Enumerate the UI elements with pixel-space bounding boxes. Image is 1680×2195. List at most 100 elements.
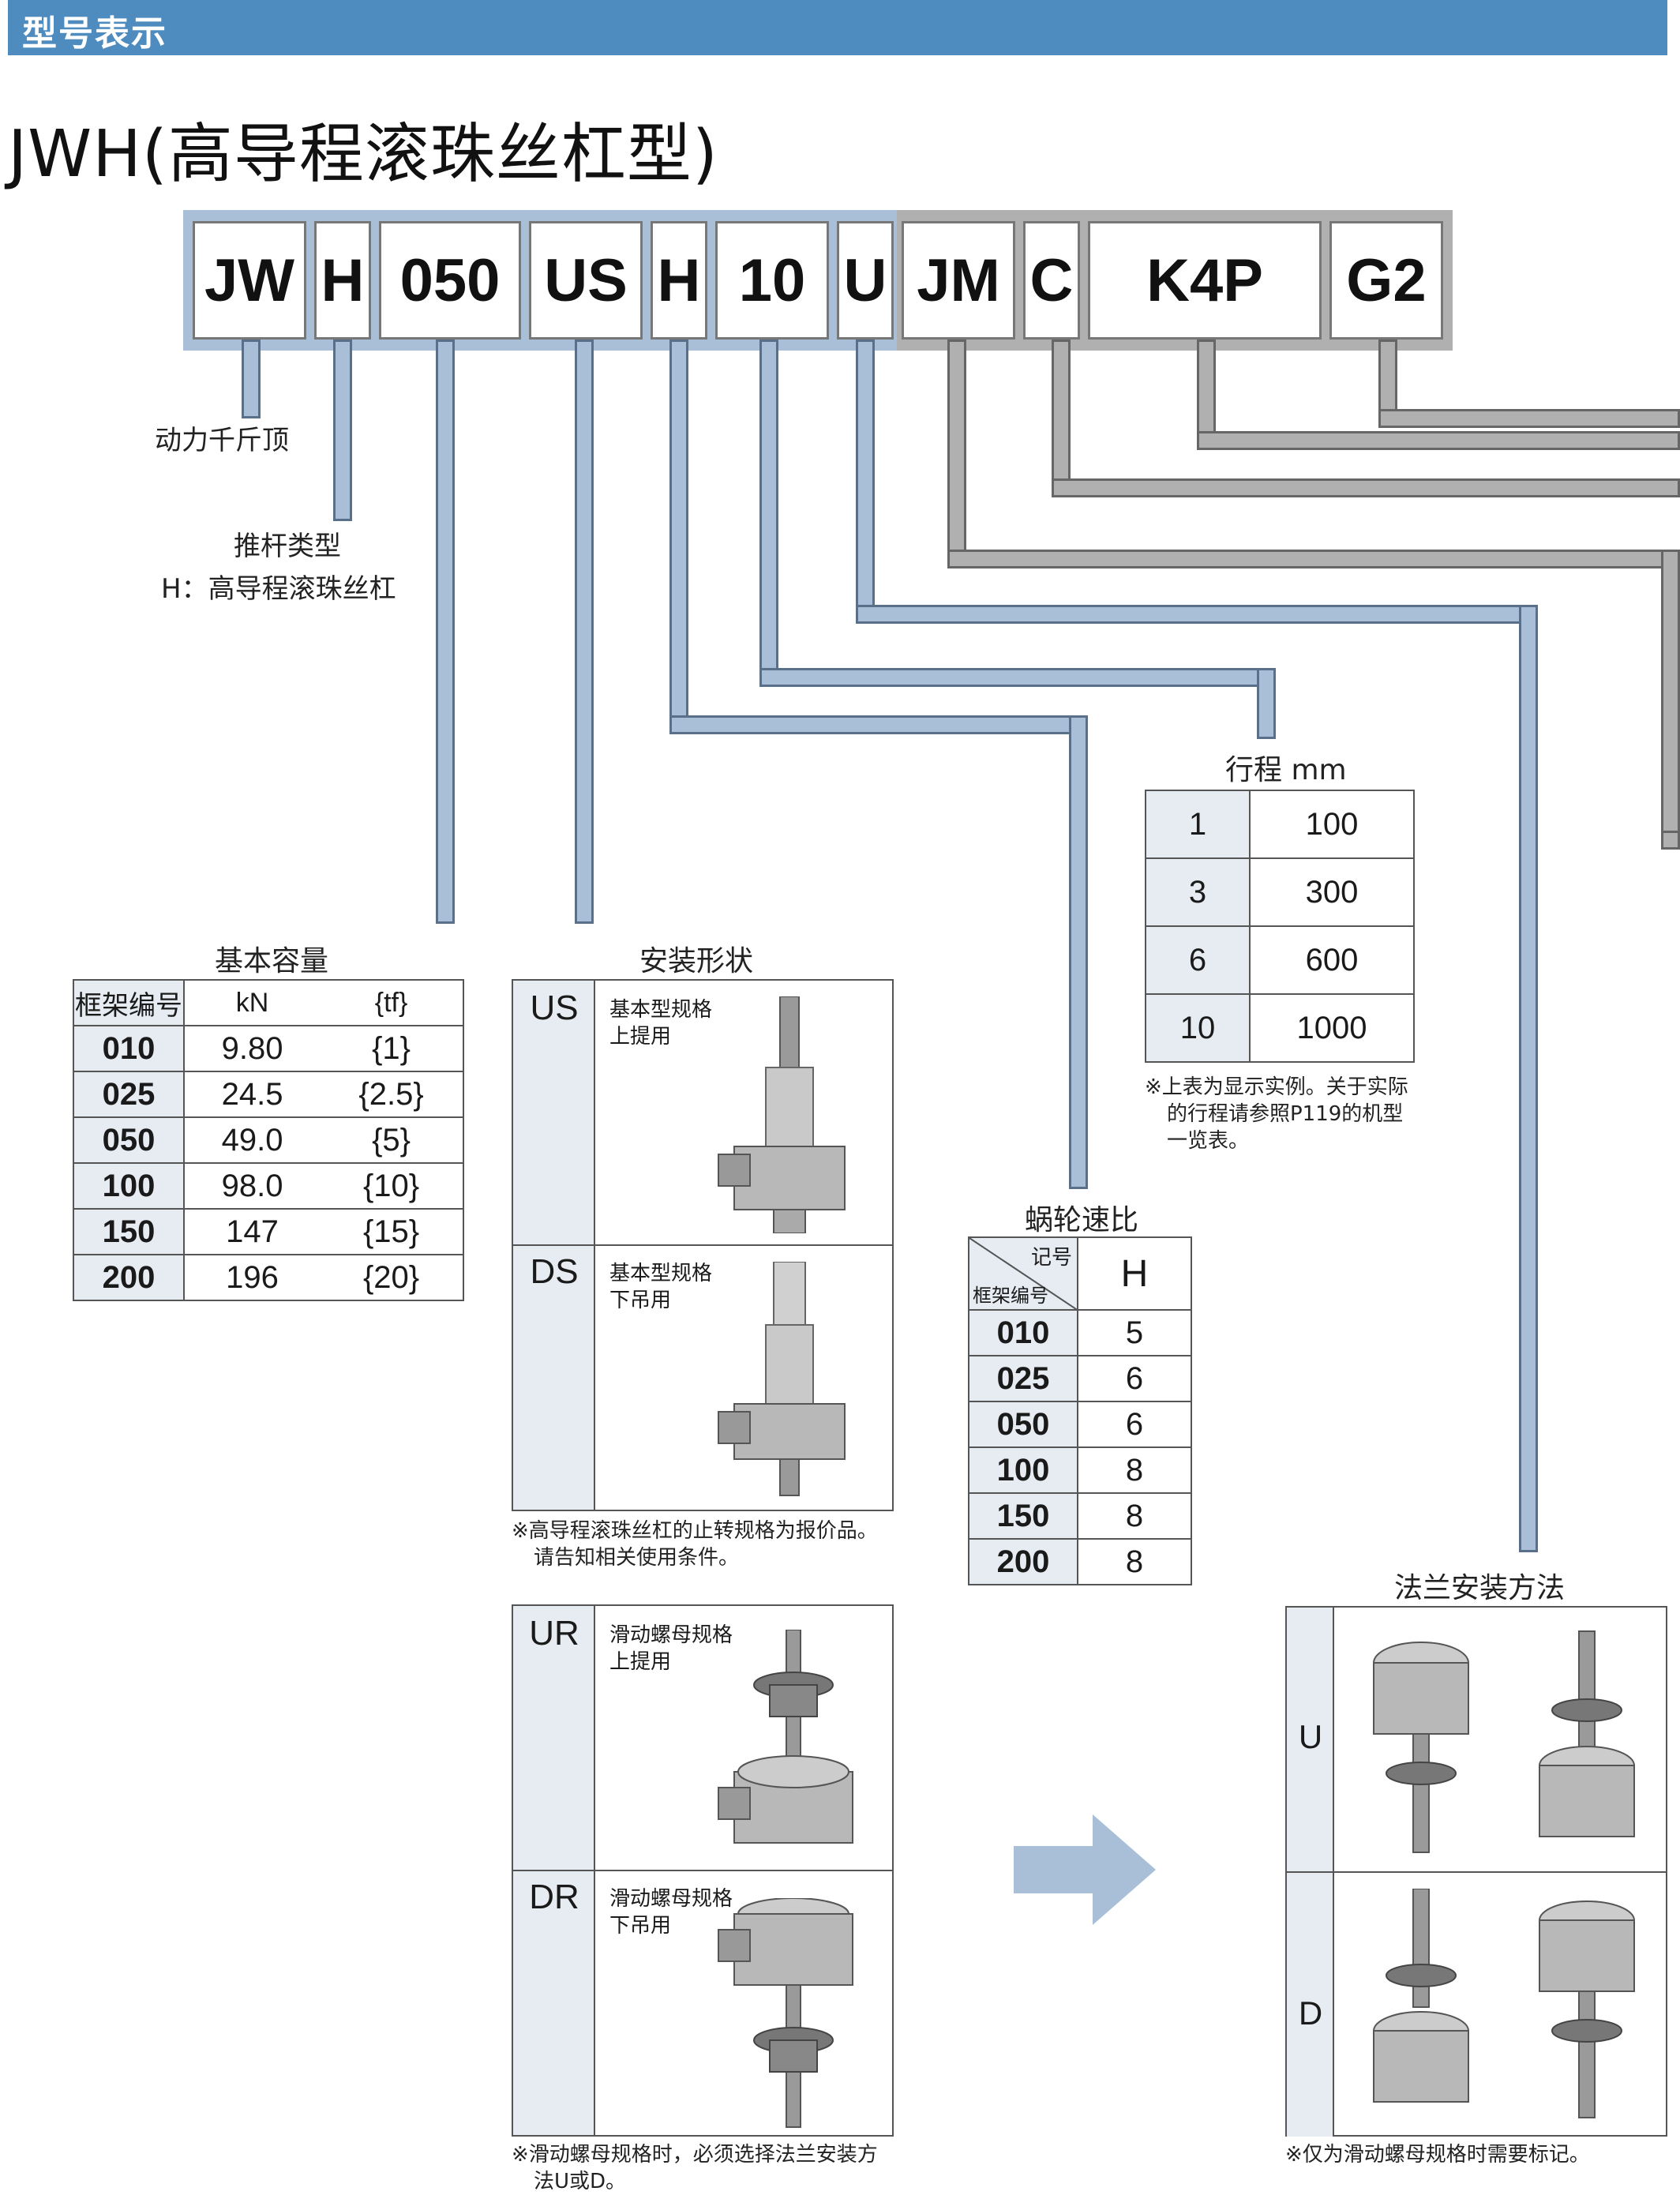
mount-note-1: ※高导程滚珠丝杠的止转规格为报价品。请告知相关使用条件。 (512, 1519, 878, 1570)
connector-stroke-v1 (759, 340, 778, 687)
connector-stroke-h (759, 668, 1276, 687)
jack-ds-illustration (718, 1262, 846, 1496)
mount-desc-ur: 滑动螺母规格上提用 (609, 1623, 733, 1674)
connector-flange-v1 (856, 340, 875, 624)
capacity-cell: 196 (182, 1254, 321, 1301)
ratio-cell: 100 (968, 1446, 1078, 1494)
right-arrow-icon (1014, 1814, 1156, 1925)
ratio-cell: 8 (1077, 1538, 1192, 1585)
mount-code-ds: DS (530, 1252, 579, 1291)
flange-title: 法兰安装方法 (1394, 1572, 1566, 1604)
mount-panel-upper: US 基本型规格上提用 DS 基本型规格下吊用 (512, 979, 894, 1511)
capacity-cell: 49.0 (182, 1116, 321, 1164)
capacity-cell: 010 (73, 1025, 185, 1072)
mount-desc-ds: 基本型规格下吊用 (609, 1262, 713, 1312)
capacity-cell: 24.5 (182, 1071, 321, 1118)
connector-c-h (1052, 478, 1680, 497)
stroke-note: ※上表为显示实例。关于实际的行程请参照P119的机型一览表。 (1145, 1075, 1408, 1153)
capacity-cell: 050 (73, 1116, 185, 1164)
capacity-cell: {1} (320, 1025, 464, 1072)
flange-code-u: U (1298, 1718, 1323, 1755)
connector-jm-h (947, 550, 1680, 568)
connector-ratio-h (669, 715, 1088, 734)
ratio-corner-top: 记号 (1030, 1246, 1072, 1270)
label-rod-type: 推杆类型 (234, 531, 341, 562)
capacity-cell: 200 (73, 1254, 185, 1301)
connector-ratio-v2 (1069, 715, 1088, 1189)
code-box-c: C (1023, 221, 1080, 340)
mount-code-ur: UR (529, 1614, 579, 1653)
ratio-cell: 8 (1077, 1492, 1192, 1540)
mount-title: 安装形状 (639, 945, 754, 977)
jack-ur-illustration (718, 1630, 853, 1844)
connector-g2-h (1378, 409, 1680, 428)
capacity-cell: 98.0 (182, 1162, 321, 1210)
ratio-cell: 8 (1077, 1446, 1192, 1494)
ratio-col-header: H (1120, 1252, 1149, 1295)
code-box-050: 050 (379, 221, 521, 340)
ratio-cell: 5 (1077, 1309, 1192, 1356)
ratio-corner-bottom: 框架编号 (973, 1285, 1048, 1307)
capacity-cell: 147 (182, 1208, 321, 1255)
ratio-cell: 050 (968, 1401, 1078, 1448)
page-title: JWH(高导程滚珠丝杠型) (8, 117, 718, 192)
ratio-cell: 150 (968, 1492, 1078, 1540)
flange-panel: U D (1285, 1606, 1667, 2137)
connector-c-v (1052, 340, 1071, 497)
connector-flange-v2 (1519, 605, 1538, 1552)
stroke-cell: 300 (1249, 857, 1415, 927)
ratio-cell: 025 (968, 1355, 1078, 1402)
stroke-title: 行程 mm (1225, 754, 1347, 786)
capacity-cell: 150 (73, 1208, 185, 1255)
ratio-cell: 010 (968, 1309, 1078, 1356)
stroke-cell: 1000 (1249, 993, 1415, 1063)
code-box-h: H (314, 221, 371, 340)
connector-jm-v (947, 340, 966, 568)
mount-panel-lower: UR 滑动螺母规格上提用 DR 滑动螺母规格下吊用 (512, 1604, 894, 2137)
stroke-cell: 1 (1145, 790, 1251, 859)
capacity-title: 基本容量 (215, 945, 329, 977)
code-box-jm: JM (902, 221, 1015, 340)
capacity-header-tf: {tf} (320, 979, 464, 1026)
mount-desc-dr: 滑动螺母规格下吊用 (609, 1887, 733, 1938)
stroke-cell: 6 (1145, 925, 1251, 995)
capacity-cell: 100 (73, 1162, 185, 1210)
capacity-cell: 025 (73, 1071, 185, 1118)
ratio-cell: 6 (1077, 1355, 1192, 1402)
connector-ratio-v1 (669, 340, 688, 734)
capacity-cell: {5} (320, 1116, 464, 1164)
section-header-title: 型号表示 (22, 13, 167, 54)
flange-d-illustration (1373, 1889, 1635, 2118)
capacity-cell: 9.80 (182, 1025, 321, 1072)
code-box-us: US (529, 221, 643, 340)
capacity-header-frame: 框架编号 (73, 979, 185, 1026)
mount-code-us: US (530, 989, 579, 1027)
flange-note: ※仅为滑动螺母规格时需要标记。 (1285, 2143, 1590, 2167)
connector-050 (436, 340, 455, 924)
ratio-cell: 6 (1077, 1401, 1192, 1448)
label-rod-type-value: H：高导程滚珠丝杠 (161, 573, 396, 605)
mount-desc-us: 基本型规格上提用 (609, 998, 713, 1049)
code-box-10: 10 (715, 221, 829, 340)
code-box-u: U (837, 221, 894, 340)
code-box-k4p: K4P (1088, 221, 1322, 340)
stroke-cell: 100 (1249, 790, 1415, 859)
capacity-header-kn: kN (182, 979, 321, 1026)
stroke-cell: 3 (1145, 857, 1251, 927)
mount-code-dr: DR (529, 1878, 579, 1916)
section-header-bar (8, 0, 1667, 55)
code-box-jw: JW (193, 221, 306, 340)
ratio-corner: 记号 框架编号 (969, 1238, 1078, 1309)
connector-flange-h (856, 605, 1538, 624)
mount-note-2: ※滑动螺母规格时，必须选择法兰安装方法U或D。 (512, 2143, 878, 2193)
capacity-cell: {15} (320, 1208, 464, 1255)
connector-jm-right-v (1661, 550, 1680, 850)
flange-u-illustration (1373, 1630, 1635, 1853)
code-box-g2: G2 (1329, 221, 1443, 340)
connector-h (333, 340, 352, 521)
stroke-cell: 600 (1249, 925, 1415, 995)
jack-dr-illustration (718, 1898, 853, 2128)
